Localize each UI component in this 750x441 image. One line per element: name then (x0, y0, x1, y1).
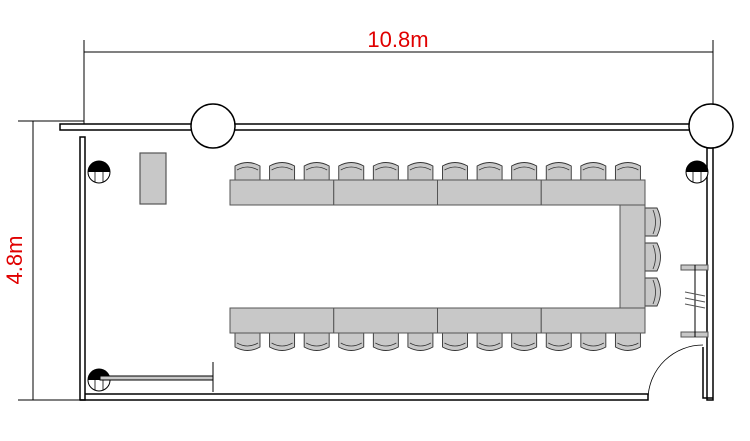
width-label: 10.8m (367, 27, 428, 52)
chair (644, 207, 661, 237)
podium (139, 152, 167, 205)
table-top-row (437, 179, 542, 206)
screen-fixture (99, 362, 214, 392)
walls (59, 103, 734, 401)
chair (442, 162, 468, 181)
chair (442, 332, 468, 351)
table-top-row (229, 179, 335, 206)
chair (269, 162, 296, 181)
chair (407, 332, 434, 351)
column (190, 103, 236, 149)
chair (338, 332, 365, 351)
lamp-icon (87, 160, 111, 184)
table-top-row (540, 179, 646, 206)
chair (476, 162, 503, 181)
chair (511, 162, 538, 181)
chair (407, 162, 434, 181)
chair (580, 332, 607, 351)
height-label: 4.8m (2, 236, 27, 285)
table-bottom-row (540, 307, 646, 334)
lamp-icon (685, 160, 709, 184)
lamps (87, 160, 709, 392)
chair (511, 332, 538, 351)
door-swing[interactable] (647, 344, 704, 399)
table-right (619, 204, 646, 309)
chair (303, 162, 330, 181)
chair (269, 332, 296, 351)
chair (372, 162, 399, 181)
chair (338, 162, 365, 181)
chair (614, 332, 641, 351)
chair (614, 162, 641, 181)
table-bottom-row (437, 307, 542, 334)
width-dimension (83, 40, 714, 124)
chair (644, 277, 661, 307)
column (688, 103, 734, 149)
chair (644, 242, 661, 272)
chair (545, 332, 572, 351)
table-bottom-row (229, 307, 335, 334)
chair (545, 162, 572, 181)
chair (303, 332, 330, 351)
table-top-row (333, 179, 438, 206)
right-panel (680, 264, 709, 338)
height-dimension (18, 120, 84, 401)
chair (476, 332, 503, 351)
chair (580, 162, 607, 181)
table-bottom-row (333, 307, 438, 334)
chairs (234, 162, 661, 351)
chair (234, 162, 261, 181)
tables (229, 179, 646, 334)
chair (234, 332, 261, 351)
chair (372, 332, 399, 351)
